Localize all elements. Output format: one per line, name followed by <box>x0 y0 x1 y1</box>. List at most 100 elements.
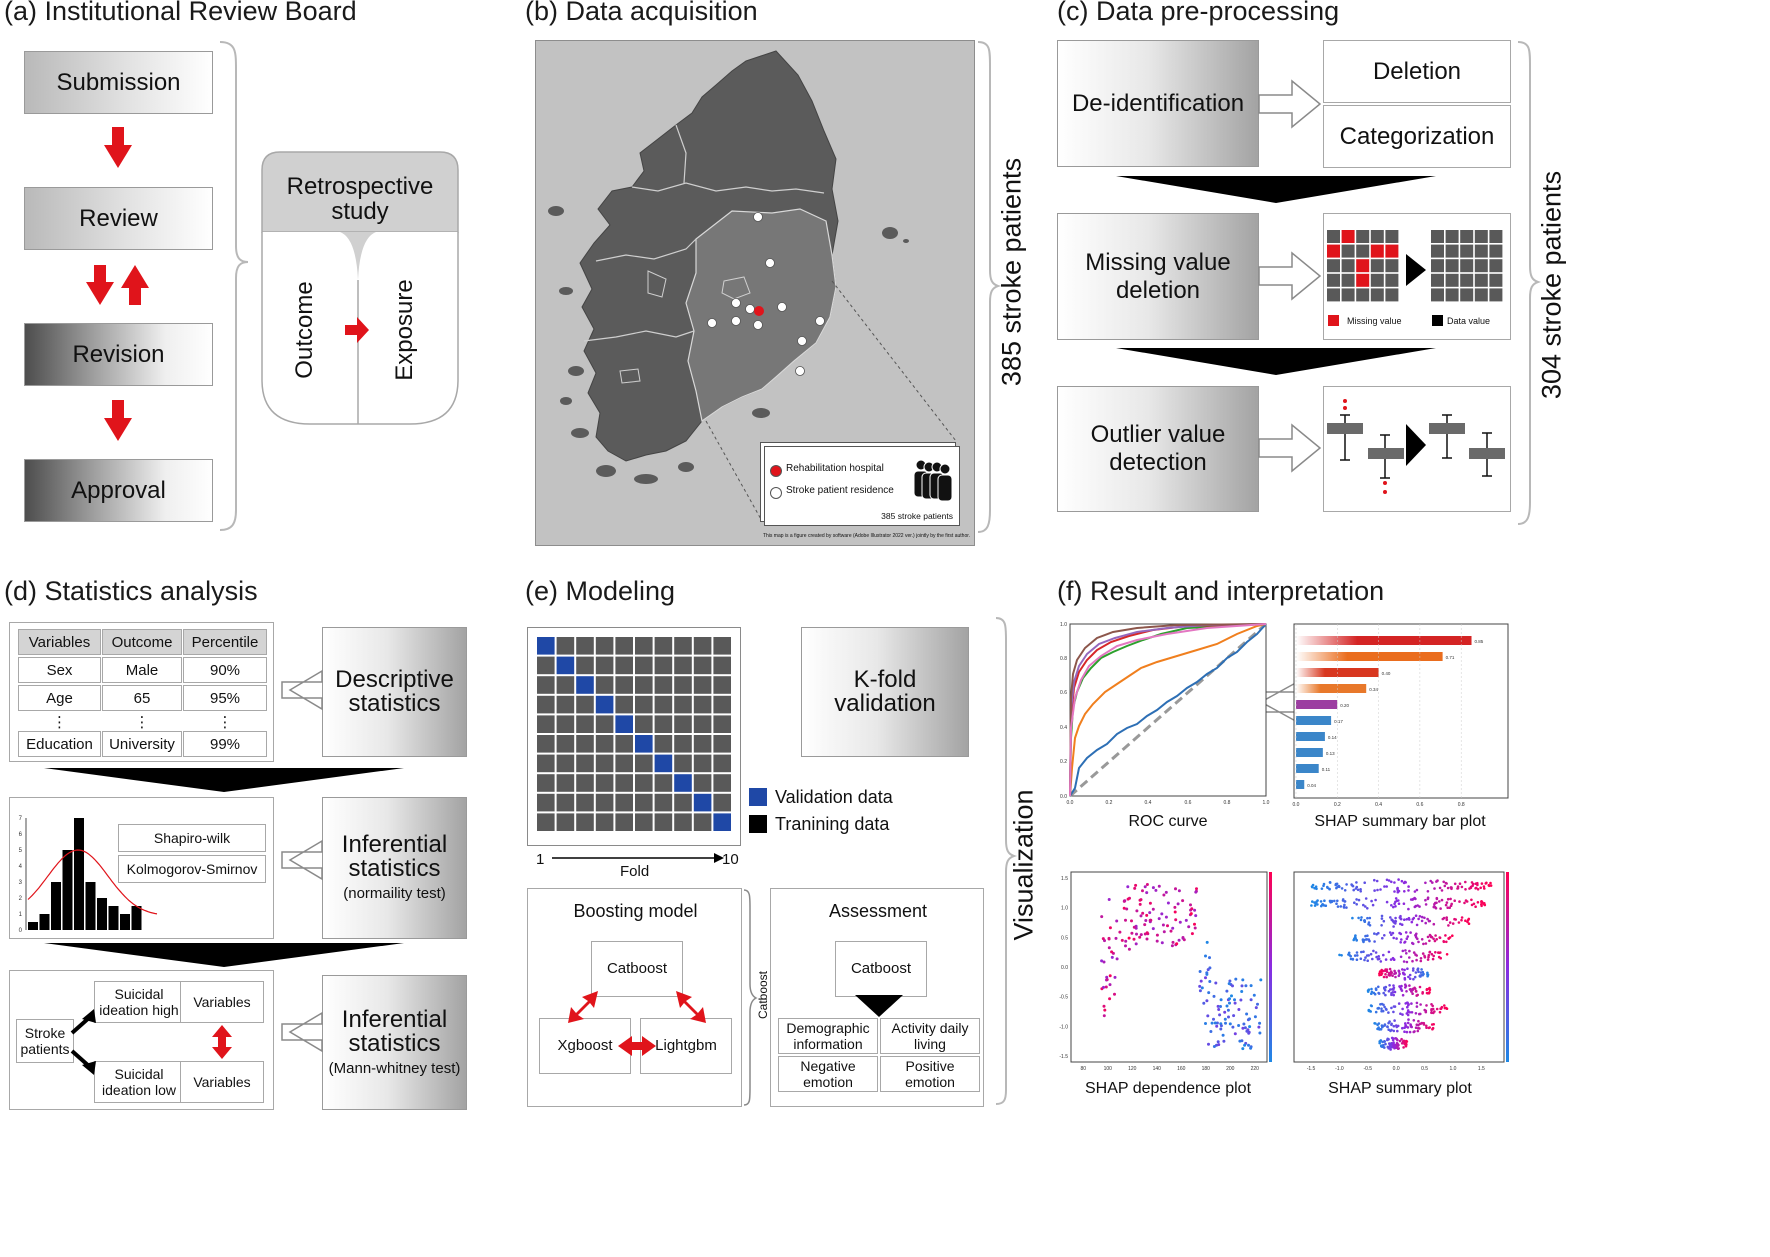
summary-point <box>1377 992 1381 995</box>
summary-point <box>1422 1023 1426 1026</box>
dependence-point <box>1122 899 1126 903</box>
dependence-point <box>1141 911 1145 915</box>
dependence-ytick: 1.0 <box>1061 906 1068 912</box>
summary-point <box>1380 917 1384 920</box>
dependence-point <box>1240 990 1244 993</box>
summary-point <box>1421 973 1424 977</box>
dependence-point <box>1239 998 1243 1002</box>
training-cell <box>693 695 712 714</box>
funnel-wedge-icon <box>1116 176 1436 203</box>
summary-point <box>1444 903 1448 907</box>
dependence-point <box>1104 985 1108 989</box>
summary-point <box>1377 955 1380 958</box>
summary-point <box>1395 899 1399 903</box>
training-cell <box>615 813 633 831</box>
summary-point <box>1424 921 1427 925</box>
dependence-point <box>1193 908 1197 912</box>
dependence-point <box>1194 890 1198 894</box>
summary-point <box>1333 899 1336 903</box>
summary-point <box>1412 977 1415 981</box>
summary-point <box>1311 885 1314 889</box>
summary-point <box>1458 882 1462 885</box>
dependence-point <box>1241 1047 1245 1051</box>
grid-cell <box>1356 259 1370 273</box>
grid-cell <box>1445 244 1459 258</box>
summary-point <box>1405 1001 1409 1004</box>
hist-ytick: 0 <box>19 928 23 934</box>
summary-point <box>1383 1005 1386 1009</box>
hist-ytick: 3 <box>19 880 23 886</box>
dependence-point <box>1135 909 1139 913</box>
mann-whitney-label: (Mann-whitney test) <box>328 1059 461 1077</box>
grid-cell <box>1370 288 1384 302</box>
summary-point <box>1388 1042 1391 1045</box>
table-cell: Male <box>102 657 182 683</box>
hist-bar <box>62 850 73 930</box>
summary-point <box>1425 1004 1428 1007</box>
dependence-point <box>1206 1014 1210 1018</box>
summary-point <box>1382 953 1385 957</box>
summary-point <box>1411 969 1415 972</box>
summary-point <box>1406 1009 1410 1012</box>
up-arrow-icon <box>121 265 149 305</box>
summary-point <box>1405 937 1409 940</box>
summary-point <box>1399 1012 1402 1015</box>
summary-point <box>1409 988 1412 991</box>
summary-point <box>1382 975 1386 979</box>
boosting-model-panel: Boosting model Catboost Xgboost Lightgbm <box>527 888 742 1107</box>
dependence-point <box>1230 994 1233 998</box>
summary-point <box>1390 933 1393 936</box>
summary-point <box>1411 897 1415 901</box>
summary-point <box>1367 1009 1371 1013</box>
summary-point <box>1458 900 1461 903</box>
summary-point <box>1442 940 1446 944</box>
summary-point <box>1453 882 1457 886</box>
dependence-point <box>1237 1008 1241 1011</box>
summary-point <box>1439 1007 1442 1010</box>
dependence-point <box>1213 1021 1217 1025</box>
shap-bar-xtick: 0.4 <box>1375 802 1382 808</box>
summary-point <box>1426 890 1430 893</box>
summary-point <box>1419 971 1423 974</box>
summary-point <box>1467 922 1471 925</box>
summary-point <box>1432 954 1435 958</box>
dependence-point <box>1207 991 1211 995</box>
validation-cell <box>713 813 731 831</box>
summary-point <box>1399 922 1402 926</box>
summary-point <box>1363 881 1366 884</box>
summary-point <box>1448 921 1452 924</box>
kolmogorov-smirnov-box: Kolmogorov-Smirnov <box>118 855 266 883</box>
dependence-point <box>1256 1002 1259 1006</box>
summary-point <box>1392 905 1395 909</box>
training-cell <box>615 774 633 792</box>
summary-point <box>1405 960 1409 964</box>
summary-point <box>1382 991 1385 995</box>
summary-point <box>1431 957 1435 961</box>
summary-point <box>1423 916 1426 920</box>
dependence-point <box>1160 941 1164 945</box>
grid-cell <box>1327 244 1340 258</box>
legend-patients-label: 385 stroke patients <box>881 511 953 521</box>
down-arrow-icon <box>86 265 114 305</box>
grid-cell <box>1445 230 1459 243</box>
summary-point <box>1397 889 1401 893</box>
dependence-point <box>1202 1001 1206 1005</box>
training-cell <box>713 774 731 792</box>
training-cell <box>595 735 614 753</box>
summary-point <box>1390 1006 1393 1010</box>
grid-cell <box>1489 244 1503 258</box>
training-cell <box>713 637 731 655</box>
hollow-right-arrow-icon <box>1258 251 1322 301</box>
summary-point <box>1405 1040 1409 1043</box>
summary-point <box>1413 905 1417 909</box>
training-legend-icon <box>749 815 767 833</box>
dependence-ytick: -0.5 <box>1059 995 1068 1001</box>
dependence-point <box>1240 984 1244 988</box>
summary-point <box>1408 977 1412 980</box>
summary-point <box>1472 902 1476 906</box>
dependence-point <box>1219 998 1223 1002</box>
dependence-point <box>1143 885 1147 889</box>
summary-point <box>1349 954 1352 958</box>
summary-point <box>1377 1022 1381 1025</box>
summary-point <box>1446 906 1449 909</box>
